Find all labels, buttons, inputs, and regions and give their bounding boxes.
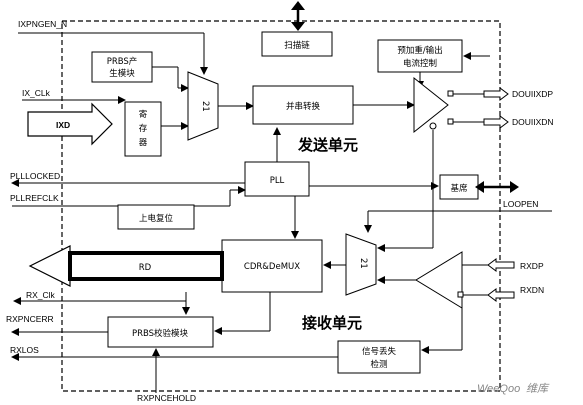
los-detect-block: [337, 340, 421, 374]
rd-bus-body: [68, 251, 224, 281]
arrow-right-icon: [483, 87, 509, 101]
input-buffer: [415, 251, 463, 309]
signal-loopen: LOOPEN: [503, 199, 538, 209]
signal-pllrefclk: PLLREFCLK: [10, 193, 59, 203]
pad-doutxdn: [447, 118, 454, 125]
cdr-demux-label: CDR&DeMUX: [244, 262, 300, 272]
arrow-up-icon: [291, 1, 305, 10]
prbs-generator-label-1: PRBS产: [107, 56, 138, 67]
tx-mux: [187, 71, 219, 141]
signal-rx-clk: RX_Clk: [26, 290, 56, 300]
register-label-1: 寄: [139, 109, 148, 120]
register-label-2: 存: [139, 123, 148, 134]
preemphasis-label-2: 电流控制: [403, 58, 437, 69]
pad-rxdn: [457, 291, 464, 298]
signal-txpngen-n: IXPNGEN_N: [18, 19, 67, 29]
prbs-generator-block: [91, 51, 153, 83]
signal-doutxdn: DOUIIXDN: [512, 117, 554, 127]
pll-label: PLL: [270, 176, 285, 186]
watermark-brand: WeeQoo: [477, 383, 520, 395]
register-label-3: 器: [139, 138, 148, 148]
rx-mux-label: 21: [358, 258, 368, 269]
txd-bus-arrow: [27, 102, 113, 146]
pad-doutxdp: [447, 90, 454, 97]
power-on-reset-label: 上电复位: [139, 213, 174, 224]
signal-doutxdp: DOUIIXDP: [512, 89, 553, 99]
arrow-right-icon: [510, 181, 519, 193]
signal-plllocked: PLLLOCKED: [10, 171, 60, 181]
signal-tx-clk: IX_CLk: [22, 88, 51, 98]
pll-block: [244, 161, 310, 197]
register-block: [124, 101, 162, 157]
signal-rxlos: RXLOS: [10, 345, 39, 355]
arrow-down-icon: [291, 22, 305, 31]
signal-rxdn: RXDN: [520, 285, 544, 295]
los-detect-label-1: 信号丢失: [362, 346, 397, 357]
loopback-label: 基席: [450, 183, 468, 194]
rx-mux: [345, 233, 377, 296]
arrow-left-icon: [487, 258, 515, 272]
loopback-block: [439, 174, 479, 200]
signal-txd: IXD: [56, 120, 70, 130]
signal-rxdp: RXDP: [520, 261, 544, 271]
scan-chain-label: 扫描链: [284, 40, 310, 51]
arrow-right-icon: [483, 115, 509, 129]
los-detect-label-2: 检测: [370, 359, 387, 370]
arrow-left-icon: [475, 181, 484, 193]
inverted-output-bubble: [429, 122, 437, 130]
arrow-left-icon: [487, 288, 515, 302]
chip-boundary: [61, 20, 501, 392]
prbs-checker-block: [107, 316, 214, 348]
par-ser-label: 并串转换: [286, 101, 321, 112]
prbs-generator-label-2: 生模块: [109, 68, 135, 79]
preemphasis-block: [377, 39, 463, 73]
power-on-reset-block: [117, 204, 195, 230]
output-driver: [413, 76, 449, 134]
tx-unit-title: 发送单元: [297, 136, 358, 154]
watermark-suffix: 维库: [526, 382, 550, 395]
rx-unit-title: 接收单元: [302, 314, 362, 332]
preemphasis-label-1: 预加重/输出: [397, 45, 442, 56]
scan-chain-block: [261, 31, 333, 57]
tx-mux-label: 21: [200, 101, 210, 112]
rd-label: RD: [139, 263, 152, 273]
signal-rxpncerr: RXPNCERR: [6, 314, 54, 324]
prbs-checker-label: PRBS校验模块: [132, 328, 189, 339]
signal-rxpncehold: RXPNCEHOLD: [137, 393, 196, 403]
cdr-demux-block: [221, 239, 323, 293]
par-ser-block: [252, 85, 354, 125]
